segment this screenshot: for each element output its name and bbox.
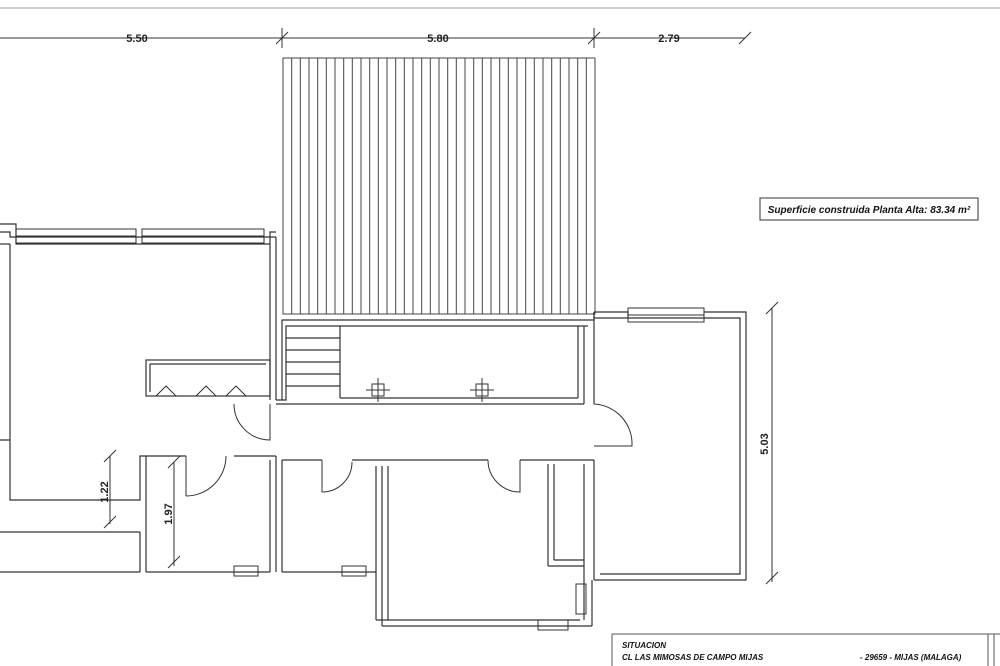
title-block [611,633,1000,666]
pergola-slats [282,57,596,315]
dim-top-right: 2.79 [658,33,679,45]
area-label-box: Superficie construida Planta Alta: 83.34… [759,197,979,221]
dim-left-small: 1.22 [99,481,111,502]
title-postal: - 29659 - MIJAS (MALAGA) [860,653,962,662]
dim-top-left: 5.50 [126,33,147,45]
title-heading: SITUACION [622,641,666,650]
top-dimension-line [0,28,752,48]
doors [155,385,633,497]
dim-right-vertical: 5.03 [759,433,771,454]
left-small-dimension-line [103,449,117,529]
columns [366,378,494,402]
dim-top-middle: 5.80 [427,33,448,45]
right-dimension-line [765,301,779,585]
area-label: Superficie construida Planta Alta: 83.34… [768,205,971,216]
left-inner-dimension-line [167,455,181,569]
dim-left-inner: 1.97 [163,503,175,524]
windows [15,228,705,631]
walls [0,223,747,627]
title-address: CL LAS MIMOSAS DE CAMPO MIJAS [622,653,764,662]
